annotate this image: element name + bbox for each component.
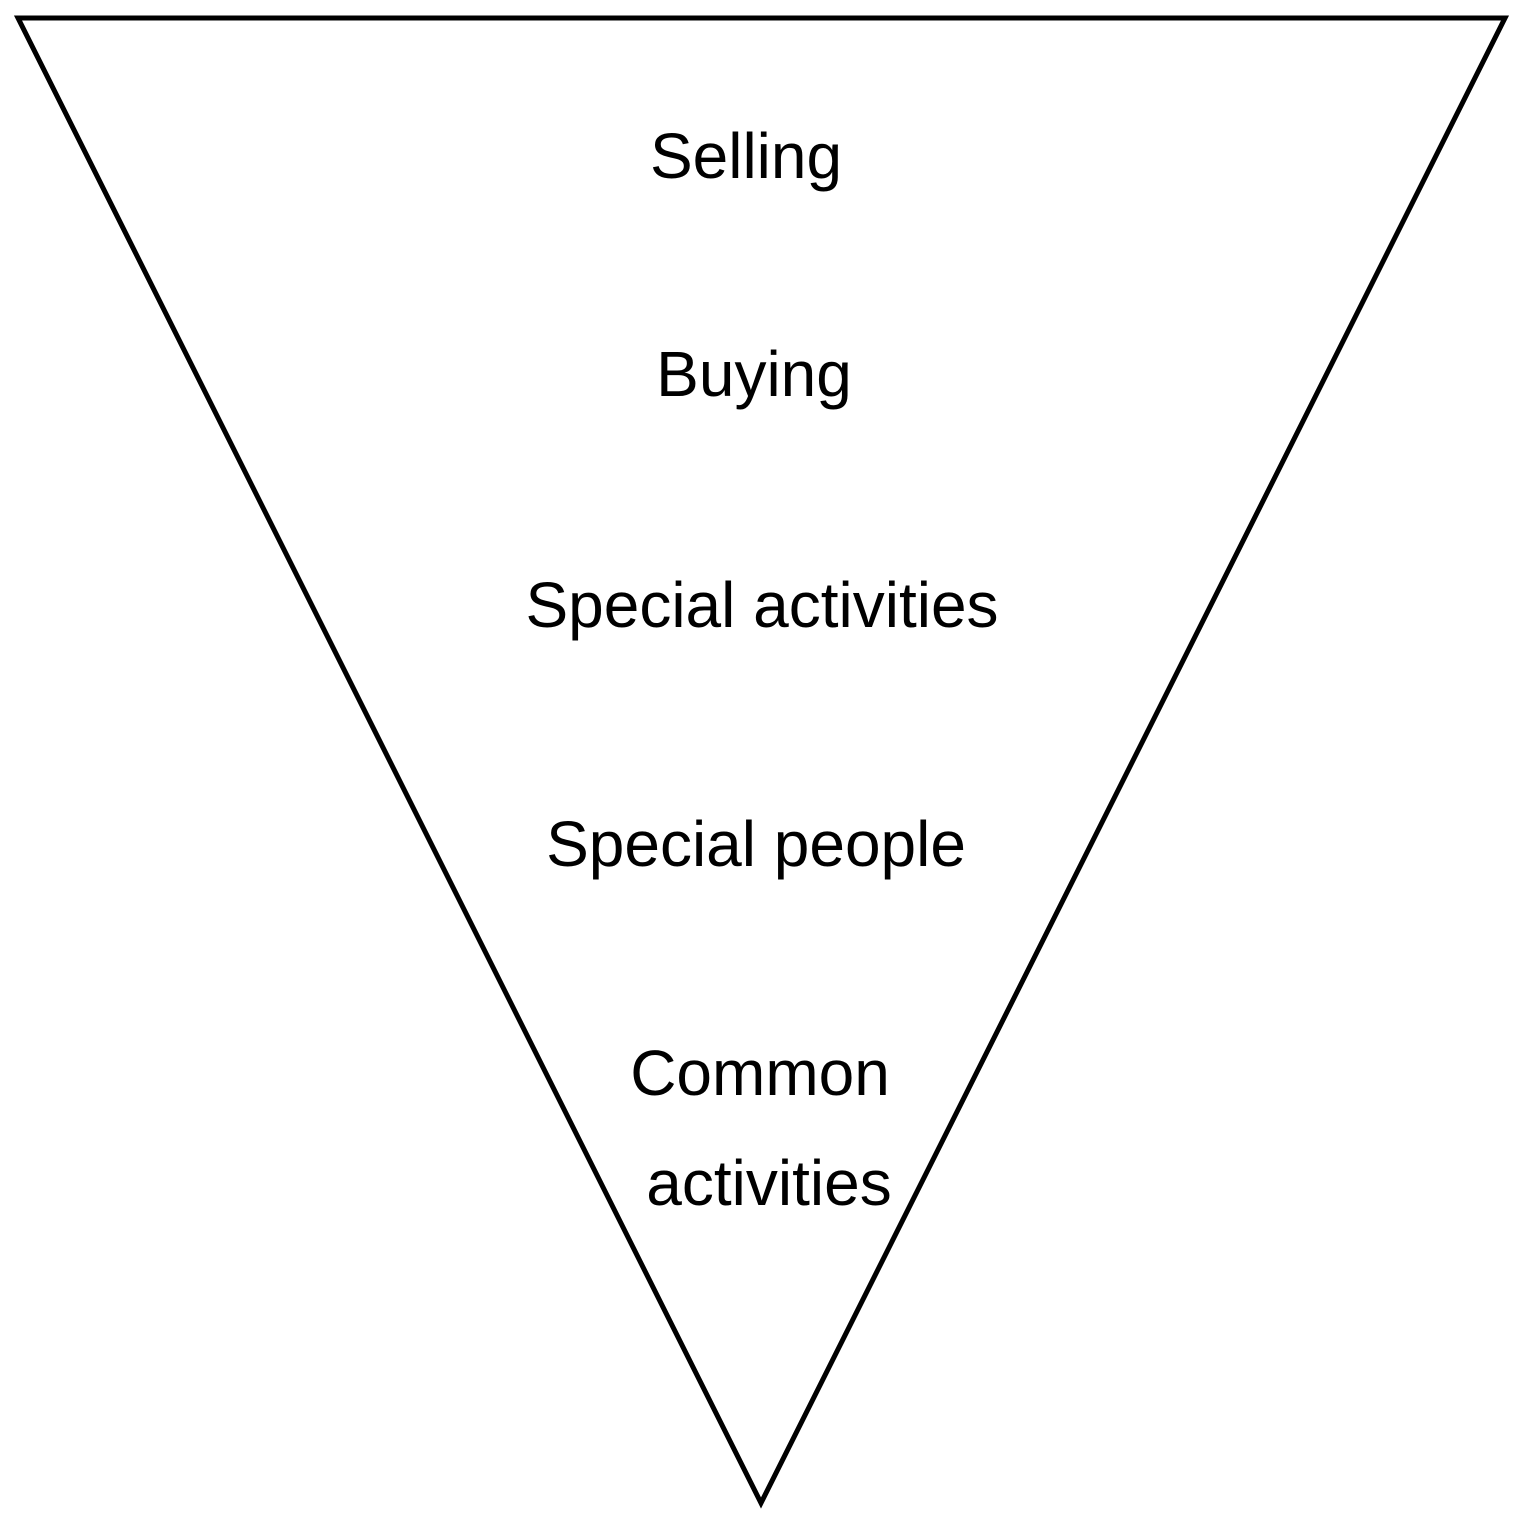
layer-label-common: Common [630,1037,890,1109]
funnel-outline [13,15,1510,1509]
layer-label-selling: Selling [650,120,842,192]
layer-label-buying: Buying [656,338,852,410]
layer-label-special-people: Special people [546,808,966,880]
layer-label-activities: activities [646,1147,891,1219]
layer-label-special-activities: Special activities [525,569,998,641]
